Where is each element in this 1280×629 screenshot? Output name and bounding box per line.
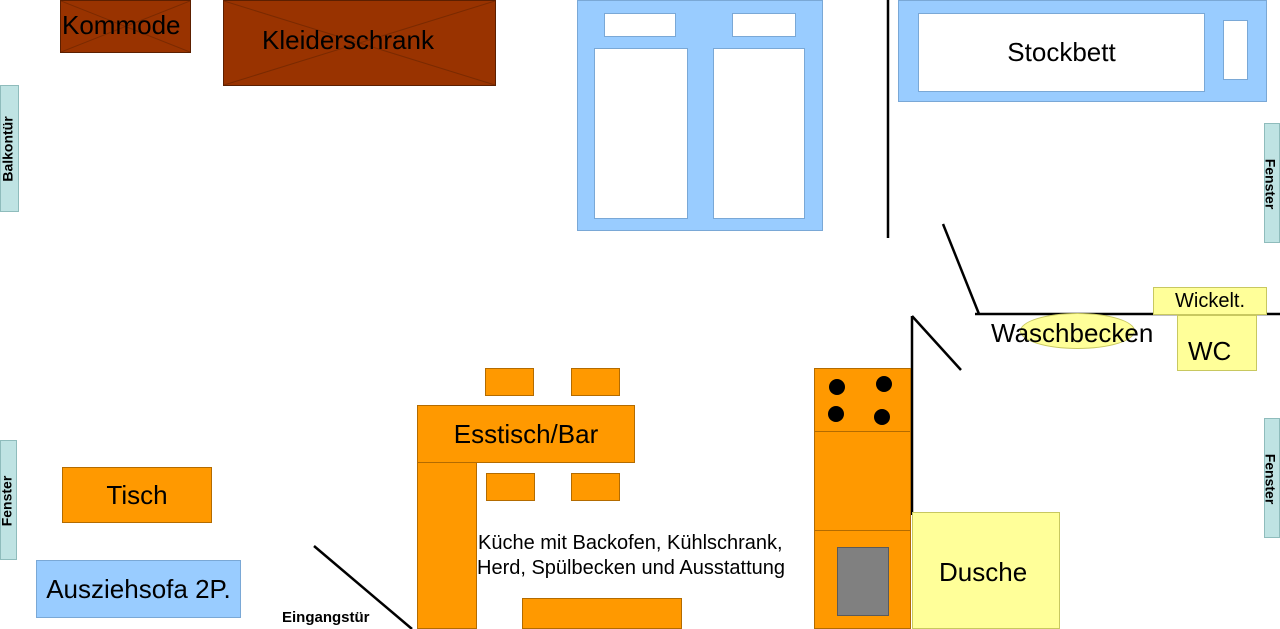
stove-section [815,369,910,432]
dusche-label: Dusche [939,557,1028,587]
burner-bottom-left [828,406,844,422]
wickeltisch: Wickelt. [1153,287,1267,315]
kommode: Kommode [60,0,191,53]
ausziehsofa-label: Ausziehsofa 2P. [46,573,231,604]
eingangstuer-label: Eingangstür [282,609,370,626]
ausziehsofa: Ausziehsofa 2P. [36,560,241,618]
double-bed [577,0,823,231]
esstisch-label: Esstisch/Bar [453,418,599,449]
mattress-left [594,48,688,219]
stockbett: Stockbett [898,0,1267,102]
fridge-section [815,432,910,531]
pillow-right [732,13,796,37]
stool-top-left [485,368,534,396]
tisch-label: Tisch [106,479,168,510]
kleiderschrank-label: Kleiderschrank [262,25,434,55]
dusche: Dusche [912,512,1060,629]
kleiderschrank: Kleiderschrank [223,0,496,86]
wickeltisch-label: Wickelt. [1175,289,1245,312]
door-bathroom-inner [911,315,962,371]
burner-top-right [876,376,892,392]
kleiderschrank-cross [224,1,495,85]
stockbett-mattress: Stockbett [918,13,1205,92]
pillow-left [604,13,676,37]
stockbett-label: Stockbett [1007,37,1116,67]
wc-label: WC [1188,336,1232,366]
waschbecken-label: Waschbecken [991,318,1154,348]
stool-bottom-right [571,473,620,501]
kitchen-counter-left [417,462,477,629]
kueche-label-line2: Herd, Spülbecken und Ausstattung [477,557,785,579]
mattress-right [713,48,805,219]
wc: WC [1177,315,1257,371]
door-bathroom-swing [941,223,981,315]
esstisch-bar: Esstisch/Bar [417,405,635,463]
stockbett-pillow [1223,20,1248,80]
kommode-cross [61,1,190,52]
sink [837,547,889,616]
burner-bottom-right [874,409,890,425]
kueche-label-line1: Küche mit Backofen, Kühlschrank, [478,532,783,554]
burner-top-left [829,379,845,395]
stool-top-right [571,368,620,396]
kommode-label: Kommode [62,10,181,40]
tisch: Tisch [62,467,212,523]
balkontuer: Balkontür [0,85,19,212]
door-entrance-swing [313,545,413,629]
fenster-left: Fenster [0,440,17,560]
kitchen-unit [814,368,911,629]
kitchen-counter-bottom [522,598,682,629]
waschbecken-basin [1020,313,1135,349]
stool-bottom-left [486,473,535,501]
